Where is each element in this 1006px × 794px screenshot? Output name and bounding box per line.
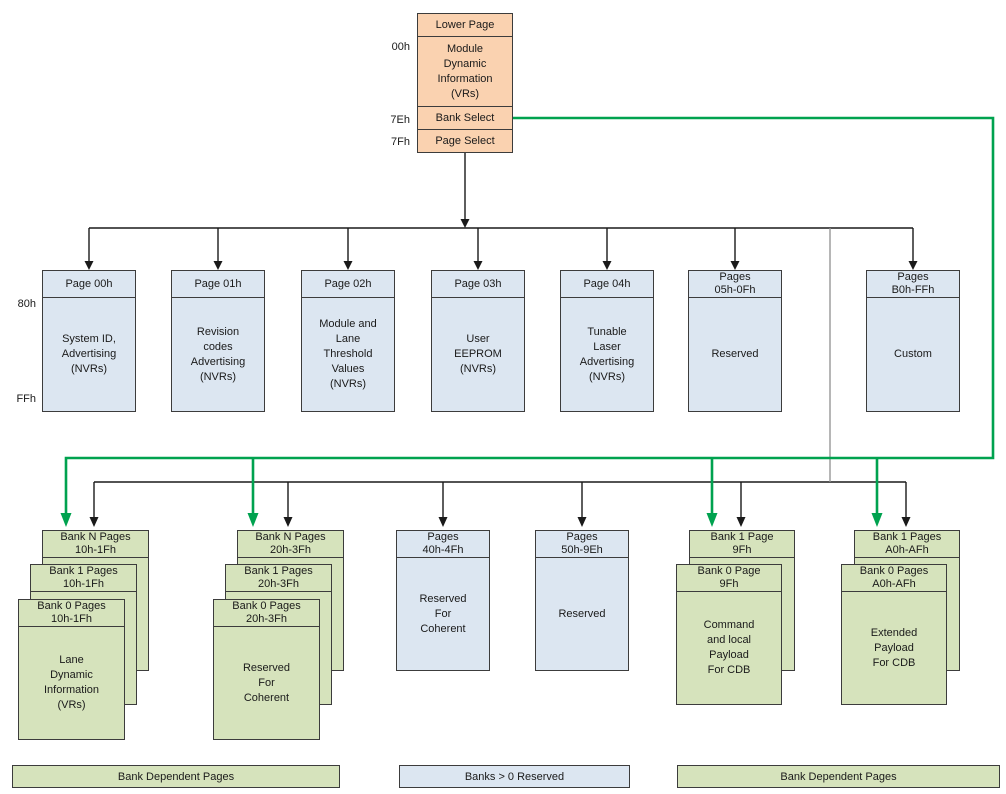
footer-label-bank-dependent-right: Bank Dependent Pages [677, 765, 1000, 788]
page-01h-box: Page 01h Revision codes Advertising (NVR… [171, 270, 265, 412]
bank-0-card-10h: Bank 0 Pages 10h-1Fh Lane Dynamic Inform… [18, 599, 125, 740]
pages-50h-9eh-box: Pages 50h-9Eh Reserved [535, 530, 629, 671]
pages-05h-0fh-body: Reserved [711, 348, 759, 360]
page-03h-body: User EEPROM (NVRs) [454, 333, 502, 375]
lower-page-header: Lower Page [418, 14, 512, 37]
bank-0-card-a0h-body: Extended Payload For CDB [870, 626, 918, 669]
page-select-cell: Page Select [418, 129, 512, 152]
bank-0-card-10h-header: Bank 0 Pages 10h-1Fh [19, 600, 124, 627]
page-01h-body: Revision codes Advertising (NVRs) [190, 325, 246, 383]
page-04h-header: Page 04h [561, 271, 653, 298]
page-00h-header: Page 00h [43, 271, 135, 298]
addr-label-7fh: 7Fh [391, 136, 410, 148]
page-04h-body: Tunable Laser Advertising (NVRs) [579, 325, 635, 383]
footer-label-banks-gt0-reserved: Banks > 0 Reserved [399, 765, 630, 788]
footer-label-bank-dependent-left: Bank Dependent Pages [12, 765, 340, 788]
pages-05h-0fh-box: Pages 05h-0Fh Reserved [688, 270, 782, 412]
bank-0-card-10h-body: Lane Dynamic Information (VRs) [43, 654, 100, 711]
bank-n-card-20h-header: Bank N Pages 20h-3Fh [238, 531, 343, 558]
addr-label-80h: 80h [17, 298, 36, 310]
page-01h-header: Page 01h [172, 271, 264, 298]
bank-1-card-20h-header: Bank 1 Pages 20h-3Fh [226, 565, 331, 592]
bank-n-card-10h-header: Bank N Pages 10h-1Fh [43, 531, 148, 558]
pages-05h-0fh-header: Pages 05h-0Fh [689, 271, 781, 298]
bank-select-cell: Bank Select [418, 106, 512, 129]
page-03h-box: Page 03h User EEPROM (NVRs) [431, 270, 525, 412]
pages-50h-9eh-header: Pages 50h-9Eh [536, 531, 628, 558]
bank-0-card-20h-header: Bank 0 Pages 20h-3Fh [214, 600, 319, 627]
pages-b0h-ffh-box: Pages B0h-FFh Custom [866, 270, 960, 412]
pages-40h-4fh-box: Pages 40h-4Fh Reserved For Coherent [396, 530, 490, 671]
pages-b0h-ffh-header: Pages B0h-FFh [867, 271, 959, 298]
bank-1-card-10h-header: Bank 1 Pages 10h-1Fh [31, 565, 136, 592]
bank-0-card-9fh-header: Bank 0 Page 9Fh [677, 565, 781, 592]
page-00h-body: System ID, Advertising (NVRs) [61, 333, 117, 375]
bank-0-card-20h-body: Reserved For Coherent [242, 661, 291, 704]
pages-50h-9eh-body: Reserved [558, 607, 606, 620]
pages-b0h-ffh-body: Custom [894, 348, 932, 360]
addr-label-7eh: 7Eh [390, 114, 410, 126]
page-02h-body: Module and Lane Threshold Values (NVRs) [319, 318, 377, 390]
page-02h-header: Page 02h [302, 271, 394, 298]
pages-40h-4fh-header: Pages 40h-4Fh [397, 531, 489, 558]
bank-0-card-9fh-body: Command and local Payload For CDB [703, 619, 755, 676]
bank-0-card-a0h-header: Bank 0 Pages A0h-AFh [842, 565, 946, 592]
bank-0-card-9fh: Bank 0 Page 9Fh Command and local Payloa… [676, 564, 782, 705]
bank-1-card-9fh-header: Bank 1 Page 9Fh [690, 531, 794, 558]
page-03h-header: Page 03h [432, 271, 524, 298]
bank-1-card-a0h-header: Bank 1 Pages A0h-AFh [855, 531, 959, 558]
addr-label-00h: 00h [391, 41, 410, 53]
pages-40h-4fh-body: Reserved For Coherent [419, 592, 467, 635]
lower-page-box: Lower Page Module Dynamic Information (V… [417, 13, 513, 153]
addr-label-ffh: FFh [16, 393, 36, 405]
page-00h-box: Page 00h System ID, Advertising (NVRs) [42, 270, 136, 412]
bank-0-card-a0h: Bank 0 Pages A0h-AFh Extended Payload Fo… [841, 564, 947, 705]
green-arrowheads [60, 513, 883, 527]
page-04h-box: Page 04h Tunable Laser Advertising (NVRs… [560, 270, 654, 412]
page-02h-box: Page 02h Module and Lane Threshold Value… [301, 270, 395, 412]
module-dynamic-info-cell: Module Dynamic Information (VRs) [437, 42, 493, 100]
bank-0-card-20h: Bank 0 Pages 20h-3Fh Reserved For Cohere… [213, 599, 320, 740]
